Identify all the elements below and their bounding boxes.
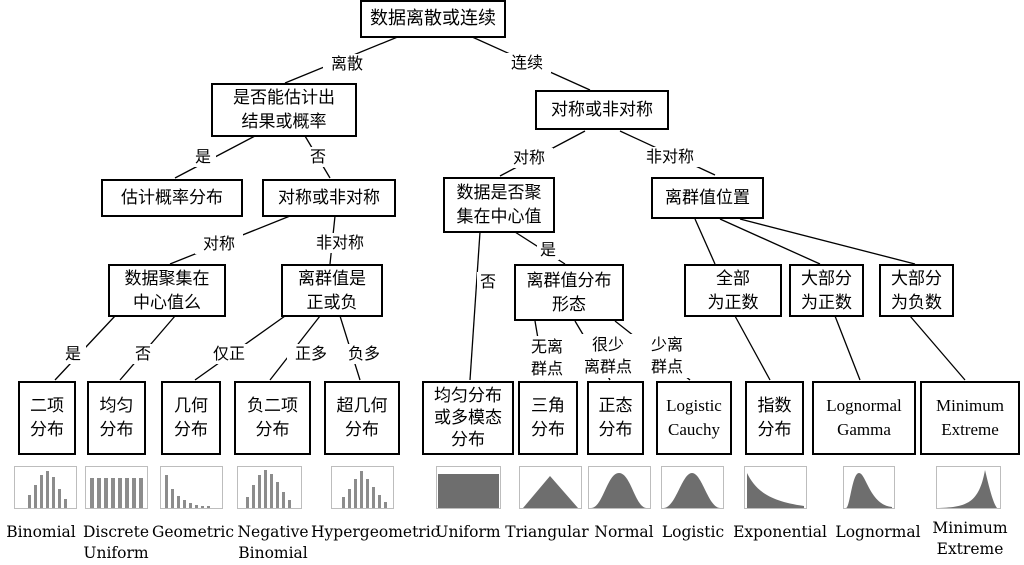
- node-symmetric-or-asymmetric-discrete: 对称或非对称: [262, 179, 396, 217]
- caption-lognormal: Lognormal: [835, 523, 921, 541]
- node-data-centered-continuous: 数据是否聚 集在中心值: [443, 177, 555, 233]
- hypergeometric-thumbnail: [331, 466, 394, 509]
- node-symmetric-or-asymmetric-continuous: 对称或非对称: [535, 90, 669, 130]
- edge-label-asymmetric: 非对称: [307, 233, 373, 253]
- normal-thumbnail: [588, 466, 651, 509]
- edge-label-mostly-negative: 负多: [340, 344, 388, 364]
- node-mostly-negative: 大部分 为负数: [879, 264, 954, 317]
- leaf-logistic-cauchy: Logistic Cauchy: [656, 381, 732, 455]
- leaf-exponential: 指数 分布: [745, 381, 804, 455]
- caption-hypergeometric: Hypergeometric: [311, 523, 440, 541]
- edge-label-yes: 是: [190, 147, 216, 167]
- geometric-thumbnail: [160, 466, 223, 509]
- leaf-lognormal-gamma: Lognormal Gamma: [812, 381, 916, 455]
- edge-label-no: 否: [305, 147, 331, 167]
- triangular-thumbnail: [519, 466, 582, 509]
- edge-label-yes: 是: [60, 344, 86, 364]
- edge-label-symmetric: 对称: [505, 148, 553, 168]
- lognormal-thumbnail: [843, 466, 895, 509]
- logistic-thumbnail: [661, 466, 724, 509]
- caption-normal: Normal: [594, 523, 654, 541]
- leaf-uniform: 均匀分布 或多模态 分布: [422, 381, 514, 455]
- leaf-binomial: 二项 分布: [18, 381, 76, 455]
- edge-label-no-outliers: 无离 群点: [522, 336, 572, 380]
- node-can-estimate: 是否能估计出 结果或概率: [211, 83, 357, 137]
- edge-label-no: 否: [477, 272, 499, 292]
- leaf-negative-binomial: 负二项 分布: [234, 381, 311, 455]
- root-node: 数据离散或连续: [360, 0, 506, 38]
- node-data-centered-discrete: 数据聚集在 中心值么: [108, 264, 226, 317]
- caption-triangular: Triangular: [505, 523, 589, 541]
- edge-label-symmetric: 对称: [195, 234, 243, 254]
- node-all-positive: 全部 为正数: [684, 264, 782, 317]
- leaf-discrete-uniform: 均匀 分布: [87, 381, 146, 455]
- caption-logistic: Logistic: [661, 523, 725, 541]
- leaf-hypergeometric: 超几何 分布: [324, 381, 400, 455]
- edge-label-only-positive: 仅正: [205, 344, 253, 364]
- caption-minimum-extreme: Minimum Extreme: [932, 519, 1008, 558]
- caption-discrete-uniform: Discrete Uniform: [82, 523, 149, 562]
- minimum-extreme-thumbnail: [936, 466, 1001, 509]
- node-outlier-position: 离群值位置: [651, 177, 764, 219]
- caption-negative-binomial: Negative Binomial: [237, 523, 309, 562]
- edge-label-continuous: 连续: [503, 53, 551, 73]
- edge-label-yes: 是: [537, 240, 559, 260]
- leaf-geometric: 几何 分布: [161, 381, 221, 455]
- leaf-minimum-extreme: Minimum Extreme: [920, 381, 1020, 455]
- node-mostly-positive: 大部分 为正数: [789, 264, 864, 317]
- uniform-thumbnail: [436, 466, 501, 509]
- node-outlier-shape: 离群值分布 形态: [514, 264, 624, 321]
- caption-exponential: Exponential: [733, 523, 827, 541]
- edge-label-asymmetric: 非对称: [637, 147, 703, 167]
- leaf-triangular: 三角 分布: [518, 381, 578, 455]
- caption-uniform: Uniform: [435, 523, 501, 541]
- caption-geometric: Geometric: [152, 523, 235, 541]
- caption-binomial: Binomial: [6, 523, 76, 541]
- node-estimate-probability-distribution: 估计概率分布: [101, 179, 243, 217]
- discrete-uniform-thumbnail: [85, 466, 148, 509]
- edge-label-mostly-positive: 正多: [287, 344, 335, 364]
- edge-label-no: 否: [130, 344, 156, 364]
- edge-label-few-outliers: 很少 离群点: [574, 334, 642, 378]
- negative-binomial-thumbnail: [237, 466, 302, 509]
- leaf-normal: 正态 分布: [587, 381, 644, 455]
- binomial-thumbnail: [14, 466, 77, 509]
- node-outlier-sign: 离群值是 正或负: [281, 264, 383, 317]
- exponential-thumbnail: [744, 466, 807, 509]
- edge-label-fewer-outliers: 少离 群点: [642, 334, 692, 378]
- edge-label-discrete: 离散: [323, 54, 371, 74]
